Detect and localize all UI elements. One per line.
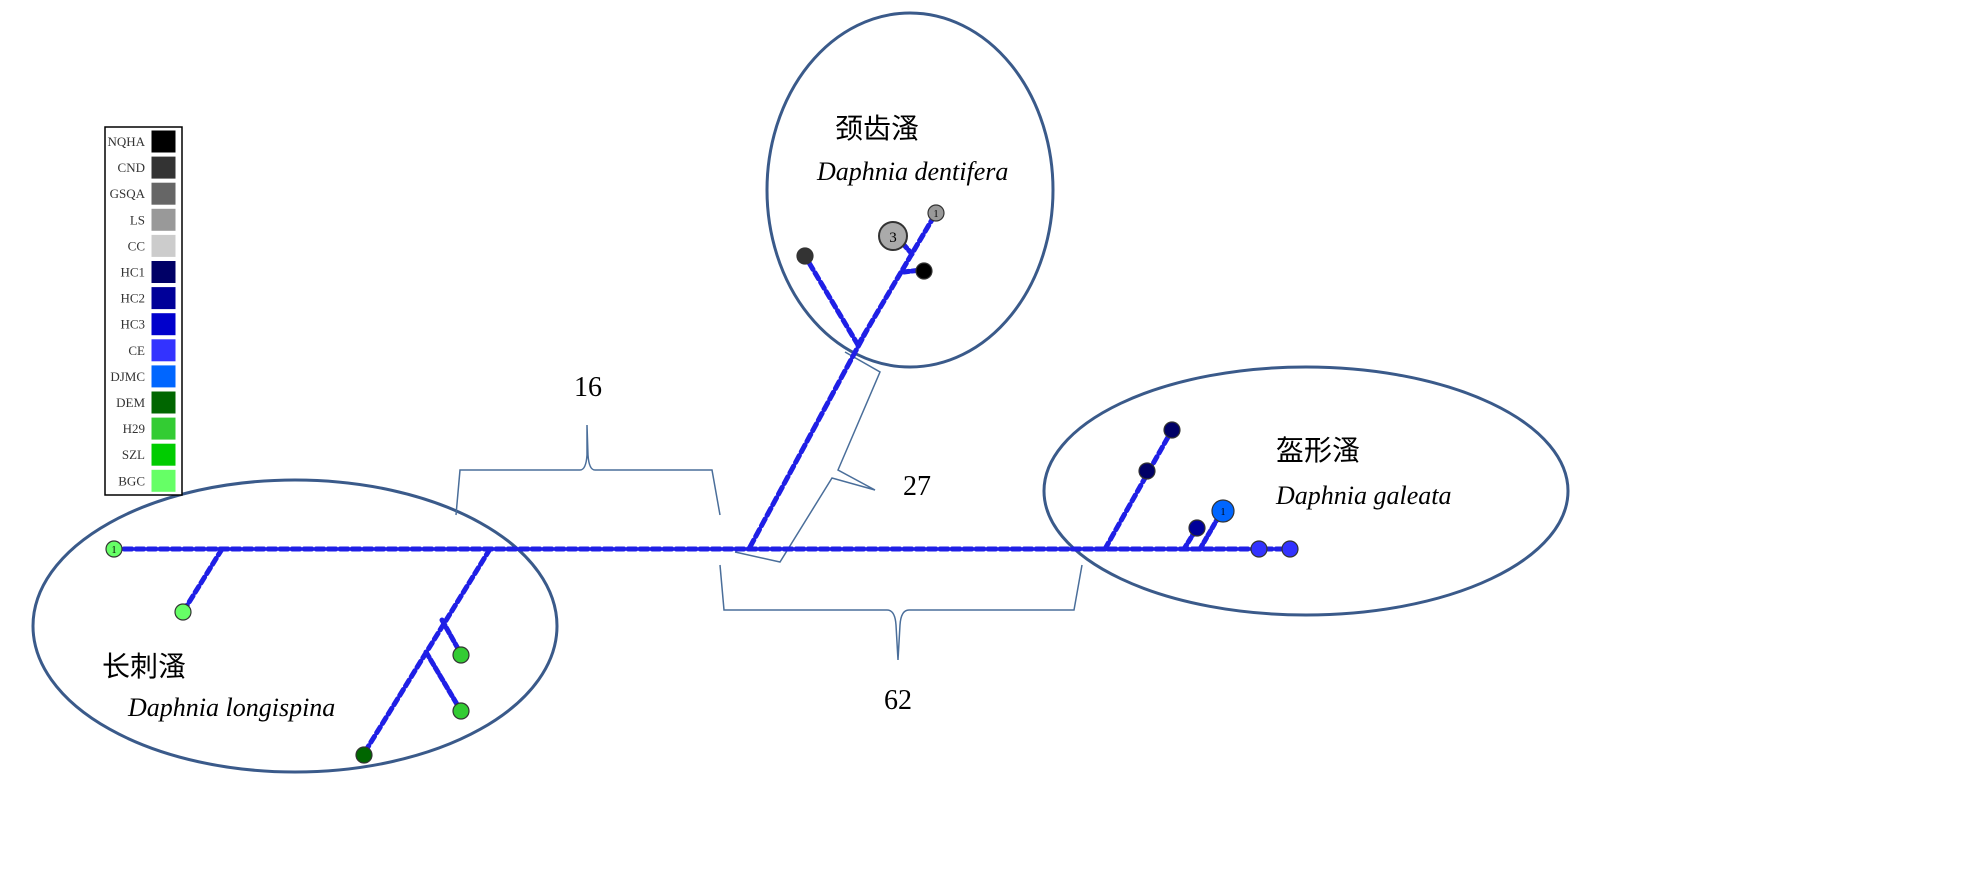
node-cc-big — [878, 221, 908, 251]
node-label-ls-top: 1 — [934, 209, 939, 220]
legend-code-dem: DEM — [116, 395, 145, 410]
node-bgc-branch — [174, 603, 192, 621]
clade-label-dentifera-cn: 颈齿溞 — [835, 114, 919, 145]
clade-ellipse-longispina — [31, 478, 559, 774]
clade-label-longispina-latin: Daphnia longispina — [127, 693, 335, 722]
network-branches — [109, 210, 1293, 758]
legend-swatch-dem — [150, 390, 177, 415]
node-label-cc-big: 3 — [889, 230, 897, 246]
legend-code-hc2: HC2 — [120, 291, 145, 306]
legend-code-gsqa: GSQA — [110, 186, 146, 201]
node-ce-b — [1281, 540, 1299, 558]
legend-swatch-djmc — [150, 364, 177, 389]
distance-label-bottom: 62 — [884, 685, 912, 716]
legend-code-cnd: CND — [118, 160, 145, 175]
legend-swatch-nqha — [150, 129, 177, 154]
node-bgc-left — [105, 540, 123, 558]
legend-code-ce: CE — [128, 343, 145, 358]
legend-swatch-hc1 — [150, 260, 177, 284]
legend-swatch-hc3 — [150, 312, 177, 337]
clade-label-dentifera-latin: Daphnia dentifera — [816, 157, 1008, 186]
clade-ellipse-galeata — [1042, 365, 1570, 617]
node-cnd — [796, 247, 814, 265]
node-djmc — [1211, 499, 1235, 523]
legend-swatch-hc2 — [150, 286, 177, 311]
haplotype-nodes — [105, 204, 1299, 764]
branch-longispina-h29b — [423, 649, 464, 714]
node-h29-b — [452, 702, 470, 720]
clade-label-longispina-cn: 长刺溞 — [102, 651, 186, 683]
legend-code-szl: SZL — [122, 447, 145, 462]
legend-swatch-h29 — [150, 416, 177, 441]
node-h29-a — [452, 646, 470, 664]
legend-code-hc3: HC3 — [120, 317, 145, 332]
clade-label-galeata-latin: Daphnia galeata — [1275, 481, 1452, 510]
distance-label-left: 16 — [574, 372, 602, 403]
legend-code-cc: CC — [128, 238, 145, 253]
node-hc2 — [1188, 519, 1206, 537]
legend-code-bgc: BGC — [118, 473, 145, 488]
node-hc1-top — [1163, 421, 1181, 439]
node-ls-top — [927, 204, 945, 222]
legend-swatch-ls — [150, 207, 177, 232]
node-hc1-mid — [1138, 462, 1156, 480]
bracket-left — [455, 424, 721, 516]
bracket-bottom — [719, 564, 1083, 661]
distance-label-upper: 27 — [903, 471, 931, 502]
node-dem — [355, 746, 373, 764]
legend-code-h29: H29 — [123, 421, 145, 436]
legend-swatch-gsqa — [150, 181, 177, 206]
legend-swatch-cc — [150, 233, 177, 258]
legend-swatch-cnd — [150, 155, 177, 180]
branch-to-dentifera — [747, 327, 870, 550]
branch-galeata-hc1 — [1102, 427, 1175, 552]
branch-dentifera-left — [802, 253, 861, 348]
legend-swatch-szl — [150, 442, 177, 467]
legend-code-ls: LS — [130, 212, 145, 227]
bracket-upper — [734, 351, 881, 563]
legend-swatch-ce — [150, 338, 177, 363]
legend-code-djmc: DJMC — [110, 369, 145, 384]
clade-ellipse-dentifera — [765, 11, 1055, 369]
node-ce-a — [1250, 540, 1268, 558]
legend-code-hc1: HC1 — [120, 265, 145, 280]
legend-code-nqha: NQHA — [107, 134, 145, 149]
branch-dentifera-right — [855, 210, 939, 348]
legend-swatch-bgc — [150, 468, 177, 493]
node-label-bgc-left: 1 — [112, 545, 117, 556]
node-label-djmc: 1 — [1221, 507, 1226, 518]
clade-label-galeata-cn: 盔形溞 — [1276, 435, 1360, 467]
node-nqha — [915, 262, 933, 280]
branch-longispina-bgc — [180, 546, 225, 615]
